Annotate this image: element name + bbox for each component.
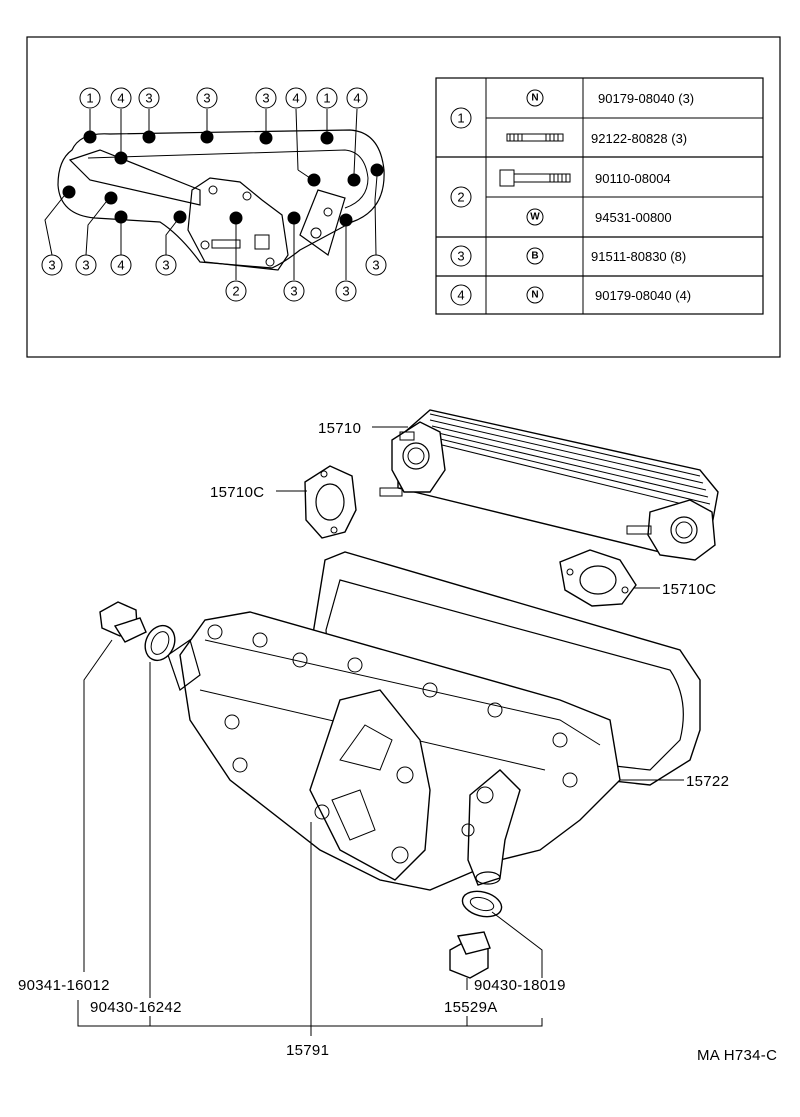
callout-1: 1 xyxy=(79,87,101,109)
callout-1: 1 xyxy=(316,87,338,109)
table-part-number: 90179-08040 (4) xyxy=(595,288,691,303)
bolt-b-icon: B xyxy=(526,247,544,265)
cooler-case xyxy=(167,611,621,891)
table-part-number: 90179-08040 (3) xyxy=(598,91,694,106)
label-cover-assembly: 15791 xyxy=(286,1042,329,1059)
nut-icon: N xyxy=(526,89,544,107)
table-part-number: 94531-00800 xyxy=(595,210,672,225)
svg-text:N: N xyxy=(531,290,538,301)
bolt-icon xyxy=(499,169,571,187)
svg-text:3: 3 xyxy=(262,91,269,106)
svg-text:W: W xyxy=(530,212,540,223)
nut-icon: N xyxy=(526,286,544,304)
oil-cooler-element xyxy=(379,409,719,561)
inset-callouts: 1 4 3 3 3 4 1 4 3 3 4 3 2 3 3 3 xyxy=(41,87,387,302)
stud-bolt-icon xyxy=(506,133,564,142)
table-group-3: 3 xyxy=(450,245,472,267)
inset-bolt-dots xyxy=(62,130,384,227)
label-gasket-left: 15710C xyxy=(210,484,264,501)
washer-icon: W xyxy=(526,208,544,226)
svg-text:3: 3 xyxy=(342,284,349,299)
svg-text:1: 1 xyxy=(457,111,464,126)
bolt-layout-inset-frame xyxy=(26,36,781,358)
diagram-code: MA H734-C xyxy=(697,1047,777,1064)
callout-4: 4 xyxy=(346,87,368,109)
svg-text:3: 3 xyxy=(203,91,210,106)
svg-text:3: 3 xyxy=(82,258,89,273)
callout-4: 4 xyxy=(110,87,132,109)
gasket-right xyxy=(559,549,637,607)
svg-text:2: 2 xyxy=(457,190,464,205)
label-plug-left: 90341-16012 xyxy=(18,977,110,994)
svg-text:3: 3 xyxy=(48,258,55,273)
callout-3: 3 xyxy=(255,87,277,109)
table-part-number: 90110-08004 xyxy=(595,171,671,186)
inset-leader-lines xyxy=(44,108,378,280)
svg-text:1: 1 xyxy=(86,91,93,106)
drain-plug-right xyxy=(449,931,491,979)
label-cooler-case: 15722 xyxy=(686,773,729,790)
table-group-1: 1 xyxy=(450,107,472,129)
callout-2: 2 xyxy=(225,280,247,302)
svg-text:2: 2 xyxy=(232,284,239,299)
svg-text:4: 4 xyxy=(117,258,124,273)
label-gasket-plug-left: 90430-16242 xyxy=(90,999,182,1016)
callout-3: 3 xyxy=(365,254,387,276)
callout-3: 3 xyxy=(155,254,177,276)
callout-3: 3 xyxy=(196,87,218,109)
svg-text:3: 3 xyxy=(145,91,152,106)
callout-3: 3 xyxy=(283,280,305,302)
inset-gasket-outline xyxy=(57,129,385,271)
drain-plug-left xyxy=(99,601,147,643)
plug-gasket-left xyxy=(144,624,176,662)
label-oil-cooler-element: 15710 xyxy=(318,420,361,437)
svg-text:B: B xyxy=(531,251,538,262)
gasket-left xyxy=(304,465,357,539)
callout-3: 3 xyxy=(75,254,97,276)
label-gasket-plug-right: 90430-18019 xyxy=(474,977,566,994)
svg-text:3: 3 xyxy=(162,258,169,273)
table-group-2: 2 xyxy=(450,186,472,208)
bolt-table: 1 2 3 4 N W xyxy=(435,77,764,315)
plug-gasket-right xyxy=(461,890,503,918)
table-group-4: 4 xyxy=(450,284,472,306)
main-leader-lines xyxy=(77,426,684,1036)
callout-4: 4 xyxy=(285,87,307,109)
svg-text:N: N xyxy=(531,93,538,104)
table-part-number: 92122-80828 (3) xyxy=(591,131,687,146)
svg-text:4: 4 xyxy=(353,91,360,106)
svg-text:4: 4 xyxy=(117,91,124,106)
svg-text:3: 3 xyxy=(290,284,297,299)
label-plug-right: 15529A xyxy=(444,999,498,1016)
callout-3: 3 xyxy=(335,280,357,302)
callout-3: 3 xyxy=(138,87,160,109)
svg-text:4: 4 xyxy=(457,288,464,303)
svg-text:3: 3 xyxy=(457,249,464,264)
svg-text:1: 1 xyxy=(323,91,330,106)
table-part-number: 91511-80830 (8) xyxy=(591,249,686,264)
svg-text:3: 3 xyxy=(372,258,379,273)
callout-3: 3 xyxy=(41,254,63,276)
callout-4: 4 xyxy=(110,254,132,276)
label-gasket-right: 15710C xyxy=(662,581,716,598)
svg-text:4: 4 xyxy=(292,91,299,106)
